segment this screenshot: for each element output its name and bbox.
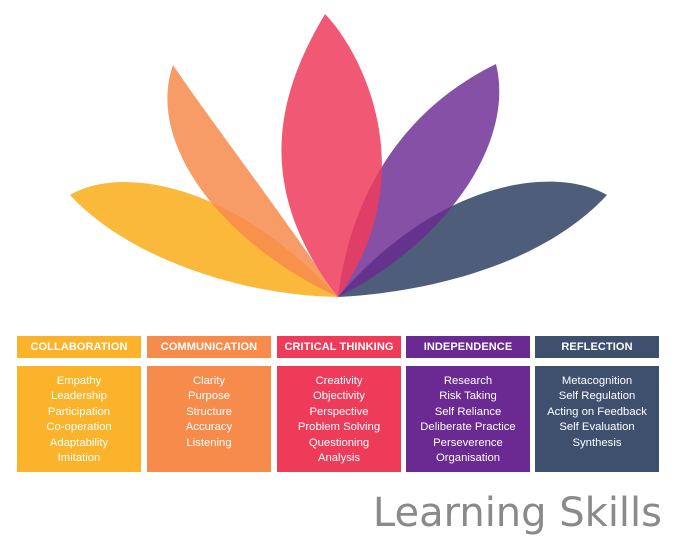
heading-critical-thinking: CRITICAL THINKING bbox=[277, 336, 401, 358]
skill-item: Participation bbox=[47, 405, 111, 418]
skill-item: Synthesis bbox=[572, 436, 622, 449]
skill-item: Leadership bbox=[51, 390, 107, 403]
skill-item: Objectivity bbox=[312, 390, 366, 403]
skills-box-collaboration: Empathy Leadership Participation Co-oper… bbox=[17, 366, 141, 472]
skill-item: Empathy bbox=[56, 375, 102, 387]
skills-box-communication: Clarity Purpose Structure Accuracy Liste… bbox=[147, 366, 271, 472]
skills-columns: COLLABORATION Empathy Leadership Partici… bbox=[17, 336, 661, 474]
skill-item: Risk Taking bbox=[439, 390, 497, 403]
skill-item: Creativity bbox=[315, 375, 363, 387]
column-critical-thinking: CRITICAL THINKING Creativity Objectivity… bbox=[277, 336, 401, 472]
heading-independence: INDEPENDENCE bbox=[406, 336, 530, 358]
skill-item: Research bbox=[443, 375, 493, 387]
heading-communication: COMMUNICATION bbox=[147, 336, 271, 358]
skill-item: Co-operation bbox=[46, 421, 112, 434]
skill-item: Metacognition bbox=[561, 375, 633, 387]
skill-item: Perseverence bbox=[433, 436, 503, 449]
skill-item: Deliberate Practice bbox=[420, 421, 516, 434]
skill-item: Analysis bbox=[317, 452, 361, 465]
heading-reflection: REFLECTION bbox=[535, 336, 659, 358]
lotus-flower-graphic bbox=[70, 14, 607, 297]
skill-item: Purpose bbox=[187, 390, 231, 403]
skill-item: Accuracy bbox=[185, 421, 233, 434]
skills-box-independence: Research Risk Taking Self Reliance Delib… bbox=[406, 366, 530, 472]
heading-collaboration: COLLABORATION bbox=[17, 336, 141, 358]
skill-item: Self Reliance bbox=[434, 405, 502, 418]
skill-item: Self Regulation bbox=[558, 390, 636, 403]
skill-item: Acting on Feedback bbox=[547, 405, 647, 418]
column-communication: COMMUNICATION Clarity Purpose Structure … bbox=[147, 336, 271, 472]
skill-item: Structure bbox=[186, 405, 232, 418]
skill-item: Problem Solving bbox=[297, 421, 381, 434]
petal-reflection bbox=[338, 181, 607, 297]
skill-item: Adaptability bbox=[49, 436, 109, 449]
skill-item: Self Evaluation bbox=[559, 421, 635, 434]
petal-communication bbox=[167, 65, 338, 297]
skill-item: Organisation bbox=[435, 452, 501, 465]
skill-item: Clarity bbox=[192, 375, 225, 387]
skill-item: Perspective bbox=[309, 405, 369, 418]
skill-item: Imitation bbox=[57, 452, 101, 465]
skills-box-reflection: Metacognition Self Regulation Acting on … bbox=[535, 366, 659, 472]
skill-item: Questioning bbox=[308, 436, 370, 449]
petal-collaboration bbox=[70, 182, 338, 297]
column-reflection: REFLECTION Metacognition Self Regulation… bbox=[535, 336, 659, 472]
column-collaboration: COLLABORATION Empathy Leadership Partici… bbox=[17, 336, 141, 472]
skills-box-critical-thinking: Creativity Objectivity Perspective Probl… bbox=[277, 366, 401, 472]
skill-item: Listening bbox=[186, 436, 232, 449]
column-independence: INDEPENDENCE Research Risk Taking Self R… bbox=[406, 336, 530, 472]
petal-independence bbox=[338, 64, 500, 297]
petal-critical-thinking bbox=[281, 14, 382, 297]
page-title: Learning Skills bbox=[372, 490, 662, 536]
